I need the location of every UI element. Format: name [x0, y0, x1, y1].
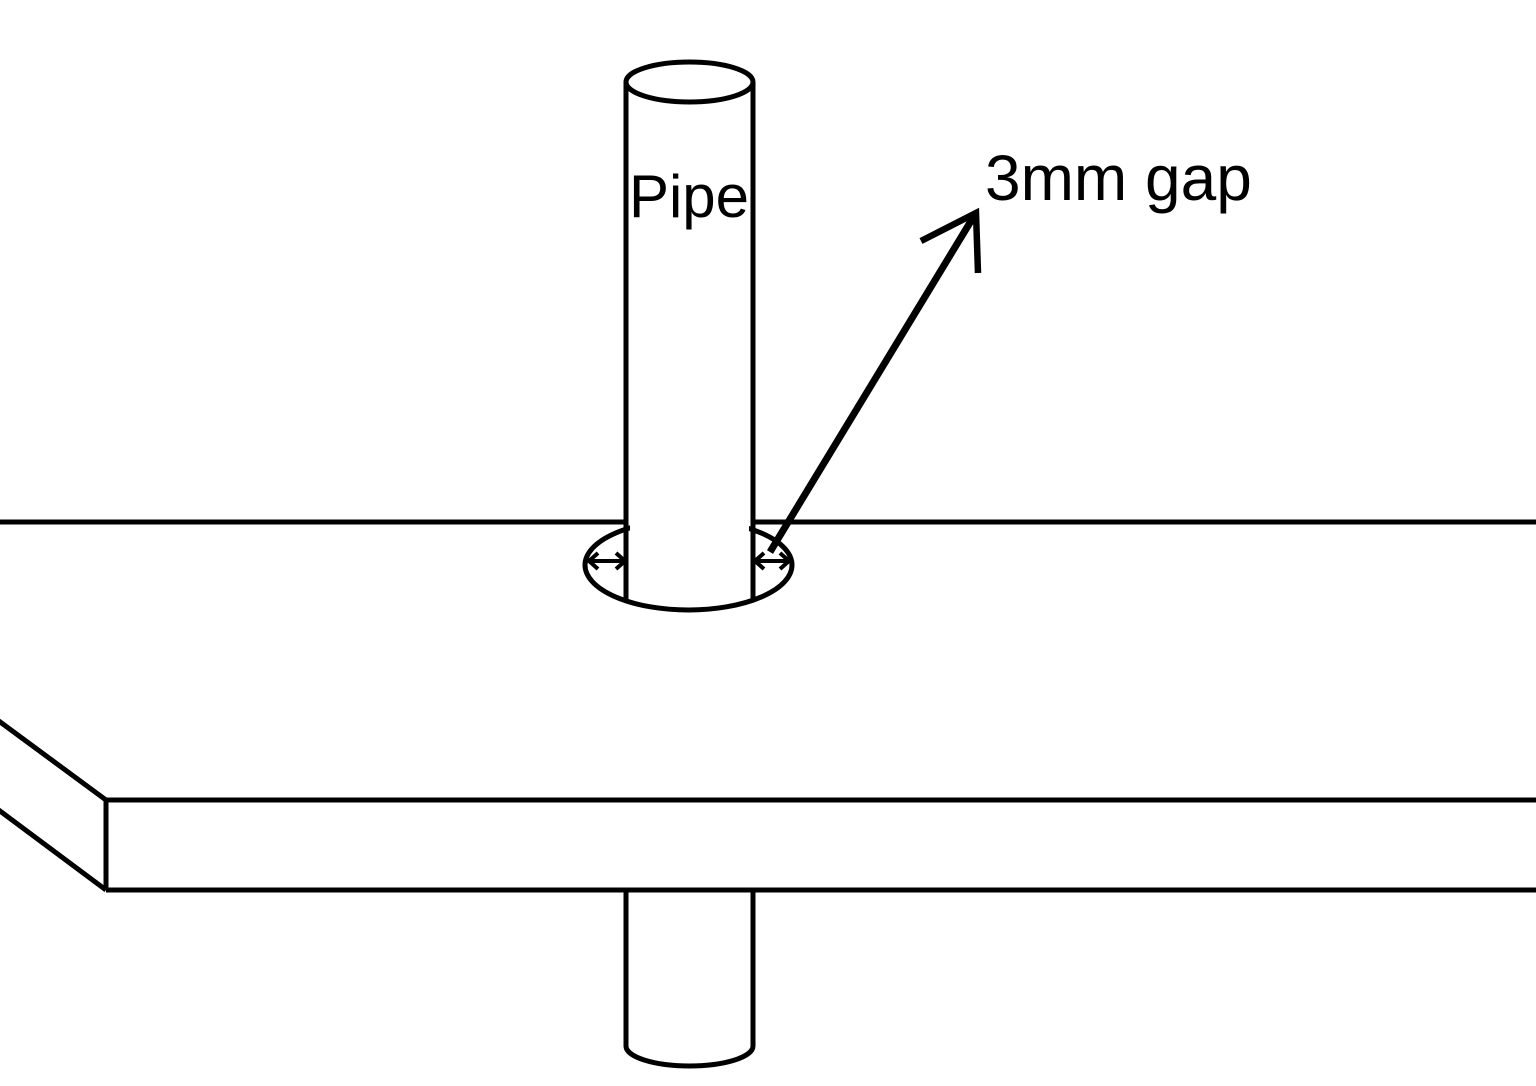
plate-left-top-edge — [0, 718, 108, 803]
pipe-label: Pipe — [628, 163, 750, 230]
clearance-hole-ellipse — [582, 493, 795, 613]
pipe-top-ellipse — [623, 59, 756, 105]
leader-arrow — [767, 207, 982, 554]
pipe-occlusion-mask — [630, 493, 749, 590]
pipe-lower — [623, 888, 756, 1069]
gap-annotation-label: 3mm gap — [985, 142, 1252, 214]
gap-arrow-left — [585, 551, 629, 571]
plate-front-face — [0, 718, 1536, 893]
pipe-bottom-arc — [623, 1045, 756, 1069]
plate-left-bottom-edge — [0, 807, 108, 893]
gap-arrow-right — [751, 551, 793, 571]
pipe-upper — [623, 59, 756, 602]
